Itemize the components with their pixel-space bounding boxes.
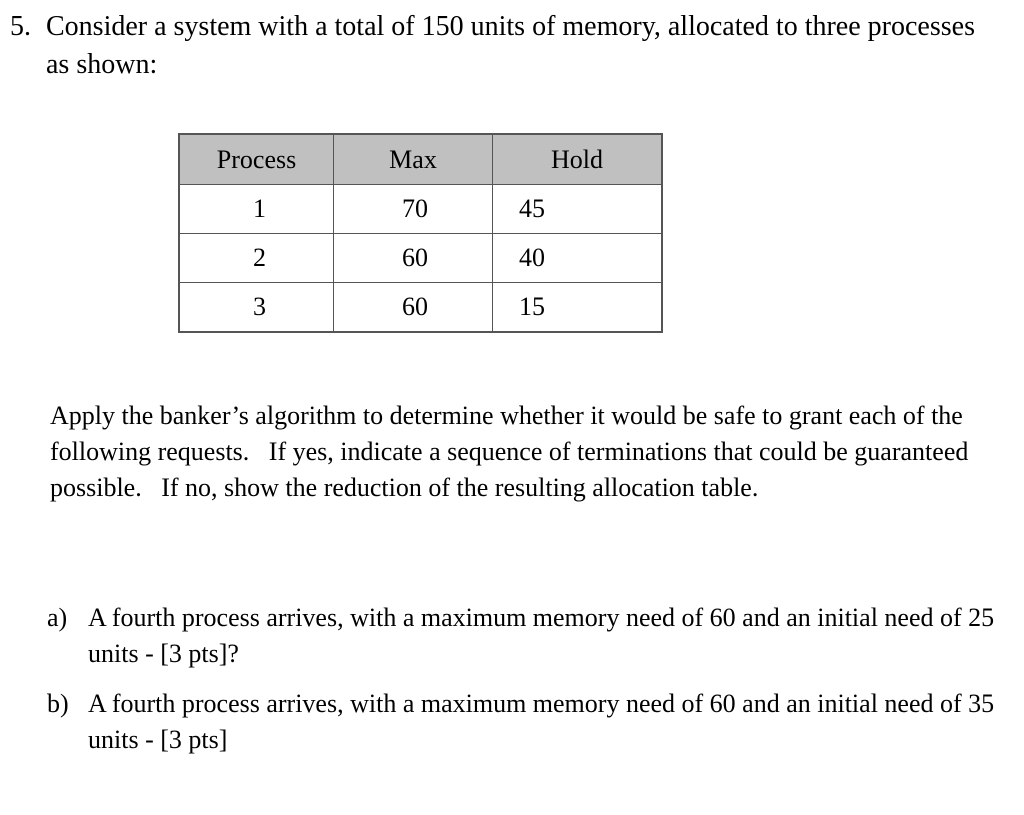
cell-max: 60 <box>333 282 493 333</box>
cell-process: 1 <box>178 184 334 234</box>
cell-max: 60 <box>333 233 493 283</box>
column-header-hold: Hold <box>492 133 663 185</box>
table-row: 2 60 40 <box>178 233 663 283</box>
cell-hold: 40 <box>492 233 663 283</box>
subquestion-b: b) A fourth process arrives, with a maxi… <box>47 686 997 758</box>
cell-hold: 15 <box>492 282 663 333</box>
subquestion-a-marker: a) <box>47 603 68 632</box>
allocation-table-container: Process Max Hold 1 70 45 2 60 40 3 <box>178 133 663 333</box>
subquestion-a: a) A fourth process arrives, with a maxi… <box>47 600 997 672</box>
column-header-max: Max <box>333 133 493 185</box>
question-stem-text: Consider a system with a total of 150 un… <box>46 11 975 80</box>
table-row: 3 60 15 <box>178 282 663 333</box>
subquestion-b-marker: b) <box>47 689 69 718</box>
cell-process: 3 <box>178 282 334 333</box>
allocation-table: Process Max Hold 1 70 45 2 60 40 3 <box>178 133 663 333</box>
cell-process: 2 <box>178 233 334 283</box>
cell-max: 70 <box>333 184 493 234</box>
subquestion-list: a) A fourth process arrives, with a maxi… <box>47 600 997 772</box>
table-body: 1 70 45 2 60 40 3 60 15 <box>178 184 663 333</box>
column-header-process: Process <box>178 133 334 185</box>
table-row: 1 70 45 <box>178 184 663 234</box>
subquestion-b-text: A fourth process arrives, with a maximum… <box>88 689 995 754</box>
subquestion-a-text: A fourth process arrives, with a maximum… <box>88 603 995 668</box>
question-number: 5. <box>10 11 31 42</box>
table-header-row: Process Max Hold <box>178 133 663 185</box>
instructions-paragraph: Apply the banker’s algorithm to determin… <box>50 401 975 502</box>
table-header: Process Max Hold <box>178 133 663 185</box>
cell-hold: 45 <box>492 184 663 234</box>
question-stem: 5. Consider a system with a total of 150… <box>10 8 1000 84</box>
